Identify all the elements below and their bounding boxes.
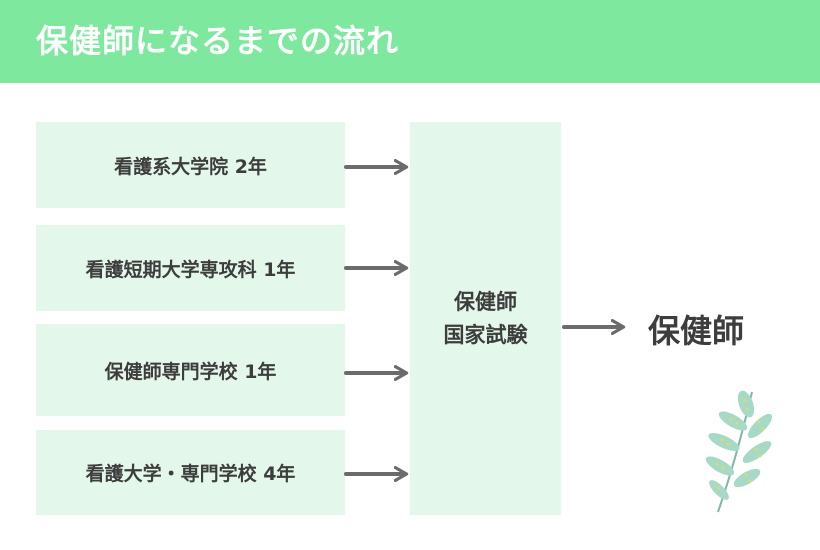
route-box-junior-college-course: 看護短期大学専攻科 1年	[36, 225, 345, 311]
route-label: 看護短期大学専攻科 1年	[85, 258, 296, 281]
result-label: 保健師	[648, 312, 745, 350]
route-box-graduate-school: 看護系大学院 2年	[36, 122, 345, 208]
route-label: 看護系大学院 2年	[114, 155, 267, 178]
exam-box: 保健師 国家試験	[410, 122, 561, 515]
exam-label-line2: 国家試験	[443, 322, 528, 347]
page-title: 保健師になるまでの流れ	[36, 22, 400, 60]
route-box-vocational-school: 保健師専門学校 1年	[36, 324, 345, 416]
leaf-branch-icon	[705, 390, 773, 513]
header-bar: 保健師になるまでの流れ	[0, 0, 820, 83]
route-label: 看護大学・専門学校 4年	[85, 463, 296, 485]
route-box-university: 看護大学・専門学校 4年	[36, 430, 345, 515]
exam-label-line1: 保健師	[454, 289, 517, 314]
route-label: 保健師専門学校 1年	[104, 360, 277, 383]
